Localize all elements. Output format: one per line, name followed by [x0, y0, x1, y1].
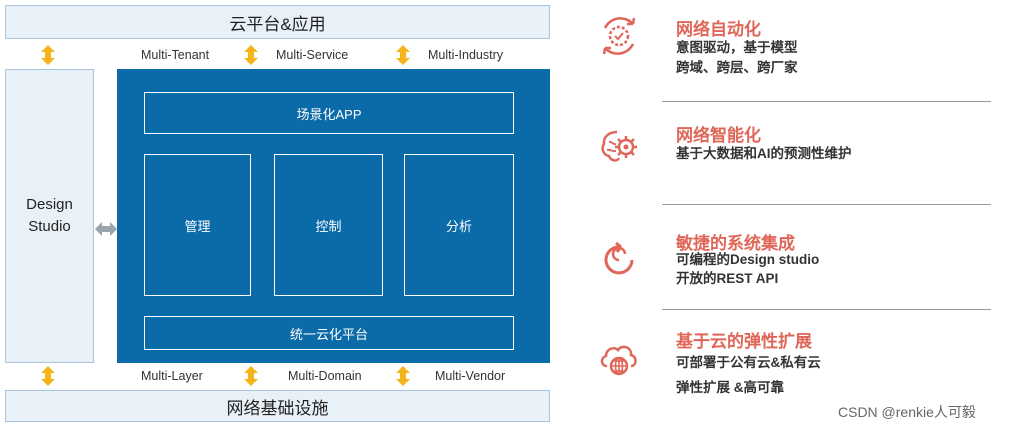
- top-arrow-2-icon: [244, 45, 258, 65]
- control-module: 控制: [274, 154, 383, 296]
- unified-cloud-platform-box: 统一云化平台: [144, 316, 514, 350]
- feature-4-line-1: 可部署于公有云&私有云: [676, 355, 821, 370]
- cloud-globe-icon: [600, 345, 637, 376]
- feature-3-line-2: 开放的REST API: [676, 271, 779, 286]
- brain-gear-icon: [601, 130, 637, 162]
- analysis-module: 分析: [404, 154, 514, 296]
- separator-3: [662, 309, 991, 310]
- separator-2: [662, 204, 991, 205]
- feature-1-line-1: 意图驱动，基于模型: [676, 40, 798, 55]
- feature-1-line-2: 跨域、跨层、跨厂家: [676, 60, 798, 75]
- scenario-app-label: 场景化APP: [296, 106, 362, 122]
- feature-2-line-1: 基于大数据和AI的预测性维护: [676, 146, 852, 161]
- label-multi-service: Multi-Service: [276, 48, 349, 62]
- top-arrow-3-icon: [396, 45, 410, 65]
- cloud-platform-app-label: 云平台&应用: [229, 14, 326, 34]
- label-multi-vendor: Multi-Vendor: [435, 369, 506, 383]
- label-multi-industry: Multi-Industry: [428, 48, 504, 62]
- cloud-platform-app-bar: 云平台&应用: [5, 5, 550, 39]
- label-multi-domain: Multi-Domain: [288, 369, 362, 383]
- feature-3-line-1: 可编程的Design studio: [676, 252, 820, 267]
- design-studio-line2: Studio: [28, 218, 71, 235]
- top-arrow-1-icon: [41, 45, 55, 65]
- management-label: 管理: [184, 218, 211, 234]
- label-multi-layer: Multi-Layer: [141, 369, 203, 383]
- feature-4-line-2: 弹性扩展 &高可靠: [676, 380, 784, 395]
- csdn-watermark: CSDN @renkie人可毅: [838, 404, 976, 420]
- design-studio-line1: Design: [26, 196, 73, 213]
- scenario-app-box: 场景化APP: [144, 92, 514, 134]
- analysis-label: 分析: [445, 218, 472, 234]
- automation-gear-icon: [602, 17, 636, 55]
- management-module: 管理: [144, 154, 251, 296]
- feature-2-title: 网络智能化: [676, 126, 761, 145]
- bidirectional-arrow-icon: [95, 222, 117, 236]
- network-infrastructure-label: 网络基础设施: [226, 398, 329, 418]
- feature-4-title: 基于云的弹性扩展: [676, 332, 812, 351]
- design-studio-box: Design Studio: [5, 69, 94, 363]
- control-label: 控制: [315, 218, 342, 234]
- network-infrastructure-bar: 网络基础设施: [5, 390, 550, 422]
- integration-cycle-icon: [604, 241, 634, 275]
- feature-1-title: 网络自动化: [676, 20, 761, 39]
- separator-1: [662, 101, 991, 102]
- core-platform-block: [117, 69, 550, 363]
- unified-cloud-platform-label: 统一云化平台: [289, 326, 368, 342]
- label-multi-tenant: Multi-Tenant: [141, 48, 210, 62]
- bottom-arrow-3-icon: [396, 366, 410, 386]
- bottom-arrow-1-icon: [41, 366, 55, 386]
- feature-3-title: 敏捷的系统集成: [676, 234, 795, 253]
- bottom-arrow-2-icon: [244, 366, 258, 386]
